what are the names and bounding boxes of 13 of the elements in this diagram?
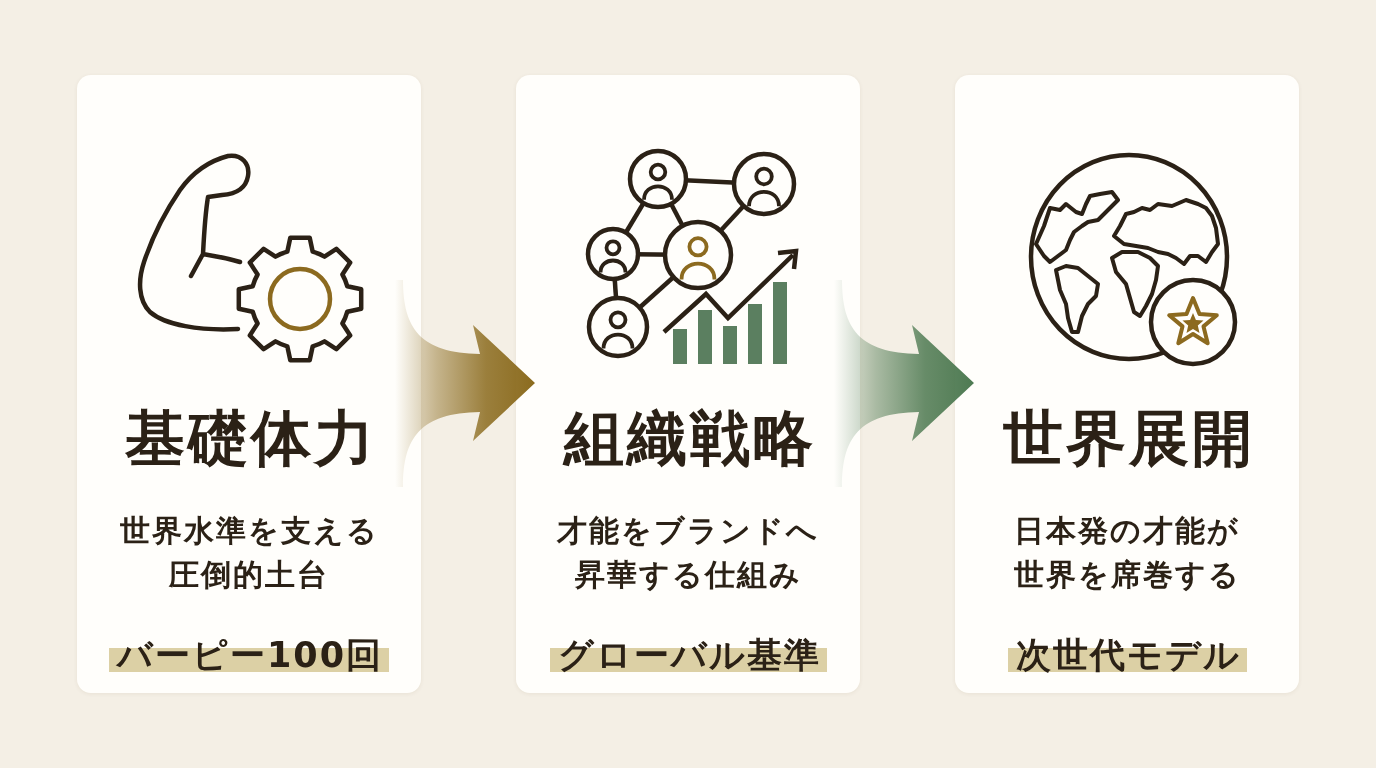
card-title: 世界展開 [1001, 402, 1255, 474]
step-card [77, 75, 421, 693]
step-card [955, 75, 1299, 693]
card-title: 基礎体力 [123, 402, 377, 474]
card-description: 才能をブランドへ昇華する仕組み [557, 512, 819, 594]
step-card [516, 75, 860, 693]
card-title: 組織戦略 [561, 402, 816, 474]
card-description: 日本発の才能が世界を席巻する [1012, 512, 1242, 594]
highlighted-tag: グローバル基準 [549, 634, 827, 676]
card-description: 世界水準を支える圧倒的土台 [118, 512, 380, 594]
highlighted-tag: 次世代モデル [1007, 634, 1247, 676]
arrow [834, 280, 974, 487]
arrow [395, 280, 535, 487]
